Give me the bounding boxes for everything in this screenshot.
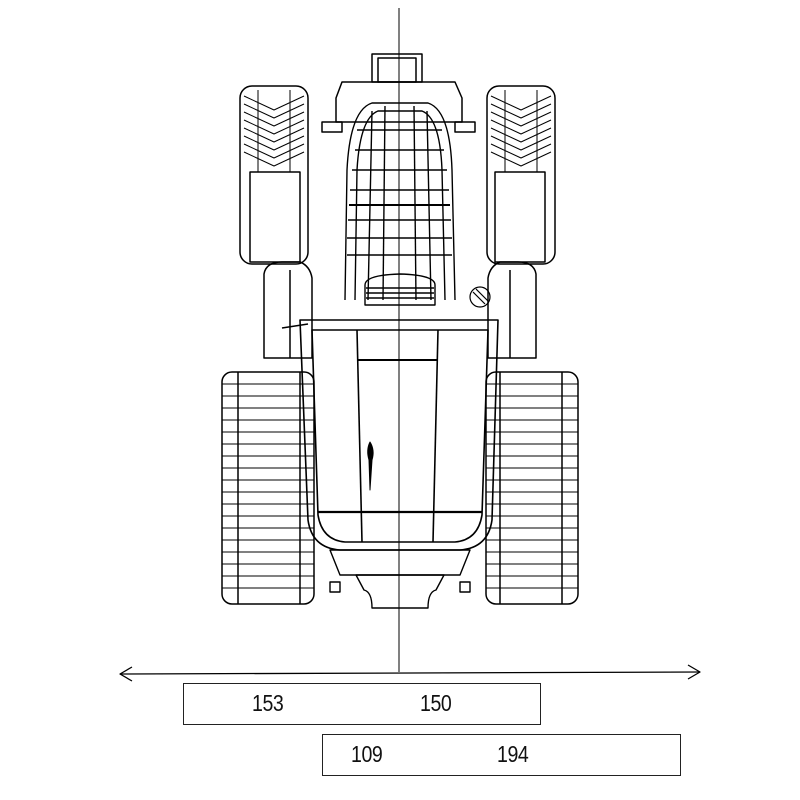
right-fender bbox=[487, 261, 537, 359]
dimension-value-109: 109 bbox=[351, 741, 383, 767]
front-left-wheel bbox=[239, 85, 309, 265]
dimension-box-row2: 109 194 bbox=[322, 734, 681, 776]
dimension-box-row1: 153 150 bbox=[183, 683, 541, 725]
dimension-value-194: 194 bbox=[497, 741, 529, 767]
dimension-value-153: 153 bbox=[252, 690, 284, 716]
double-arrow bbox=[119, 664, 701, 682]
dimension-value-150: 150 bbox=[420, 690, 452, 716]
hood bbox=[344, 102, 456, 306]
exhaust-stack bbox=[469, 286, 491, 308]
left-track bbox=[221, 371, 315, 605]
front-right-wheel bbox=[486, 85, 556, 265]
left-fender bbox=[263, 261, 313, 359]
rear-hitch bbox=[329, 549, 471, 609]
front-hitch bbox=[321, 53, 476, 133]
right-track bbox=[485, 371, 579, 605]
